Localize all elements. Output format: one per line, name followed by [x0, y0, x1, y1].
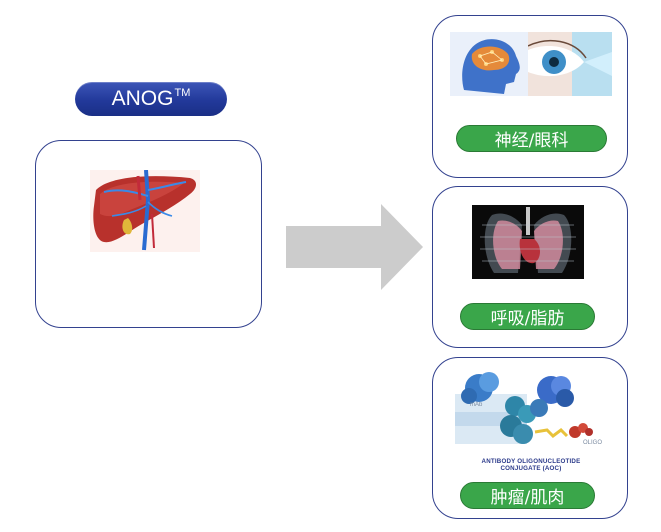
target-label-pill: 肿瘤/肌肉: [460, 482, 595, 509]
right-arrow-icon: [286, 204, 423, 290]
target-label-pill: 呼吸/脂肪: [460, 303, 595, 330]
eye-icon: [528, 32, 612, 96]
brain-icon: [450, 32, 528, 96]
antibody-conjugate-icon: [455, 370, 605, 476]
oligo-label: OLIGO: [583, 440, 603, 446]
aoc-caption: ANTIBODY OLIGONUCLEOTIDE CONJUGATE (AOC): [460, 458, 602, 472]
aoc-caption-line2: CONJUGATE (AOC): [500, 465, 562, 472]
product-name: ANOG: [111, 87, 174, 110]
lungs-icon: [472, 205, 584, 279]
target-label-pill: 神经/眼科: [456, 125, 607, 152]
mab-label: mAb: [470, 402, 483, 408]
aoc-caption-line1: ANTIBODY OLIGONUCLEOTIDE: [481, 458, 581, 465]
liver-icon: [90, 170, 200, 252]
trademark-symbol: TM: [174, 87, 191, 99]
